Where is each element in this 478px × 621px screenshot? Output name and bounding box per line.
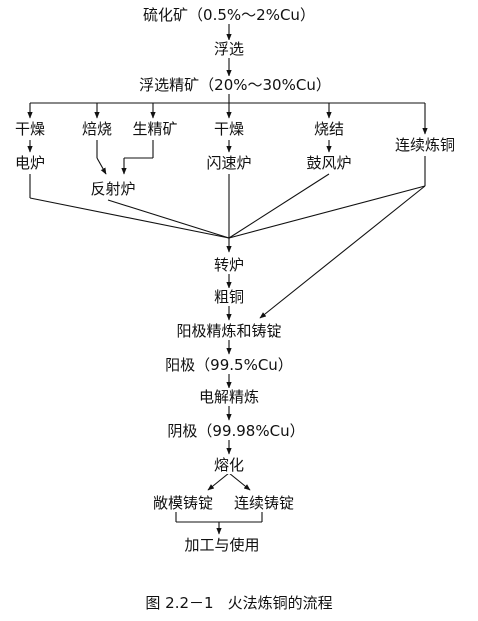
figure-caption: 图 2.2－1 火法炼铜的流程 xyxy=(145,592,332,613)
node-roast: 焙烧 xyxy=(80,120,114,138)
node-dry-2: 干燥 xyxy=(212,120,246,138)
node-concentrate: 浮选精矿（20%～30%Cu） xyxy=(138,76,332,94)
node-sulfide-ore: 硫化矿（0.5%～2%Cu） xyxy=(142,6,316,24)
node-blister-copper: 粗铜 xyxy=(212,288,246,306)
edge-melting-continuous xyxy=(228,472,251,491)
node-open-mold-casting: 敞模铸锭 xyxy=(151,494,215,512)
node-melting: 熔化 xyxy=(212,456,246,474)
node-continuous-smelting: 连续炼铜 xyxy=(393,136,457,154)
figure-number: 图 2.2－1 xyxy=(145,594,214,612)
node-continuous-casting: 连续铸锭 xyxy=(232,494,296,512)
node-flash-furnace: 闪速炉 xyxy=(205,154,253,172)
node-anode-refining: 阳极精炼和铸锭 xyxy=(175,322,283,340)
edge-reverb-converter xyxy=(107,199,230,239)
node-dry-1: 干燥 xyxy=(13,120,47,138)
node-cathode: 阴极（99.98%Cu） xyxy=(166,422,306,440)
edge-continuous-anode-refining xyxy=(259,185,426,319)
node-sinter: 烧结 xyxy=(312,120,346,138)
node-raw-concentrate: 生精矿 xyxy=(131,120,179,138)
node-flotation: 浮选 xyxy=(212,40,246,58)
node-processing-use: 加工与使用 xyxy=(183,536,261,554)
node-electric-furnace: 电炉 xyxy=(13,154,47,172)
node-converter: 转炉 xyxy=(212,256,246,274)
edge-blast-converter xyxy=(228,173,330,239)
node-anode: 阳极（99.5%Cu） xyxy=(164,356,294,374)
figure-title: 火法炼铜的流程 xyxy=(227,594,333,612)
edge-melting-openmold xyxy=(207,472,230,491)
node-reverberatory-furnace: 反射炉 xyxy=(89,180,137,198)
node-electrorefining: 电解精炼 xyxy=(197,388,261,406)
node-blast-furnace: 鼓风炉 xyxy=(305,154,353,172)
